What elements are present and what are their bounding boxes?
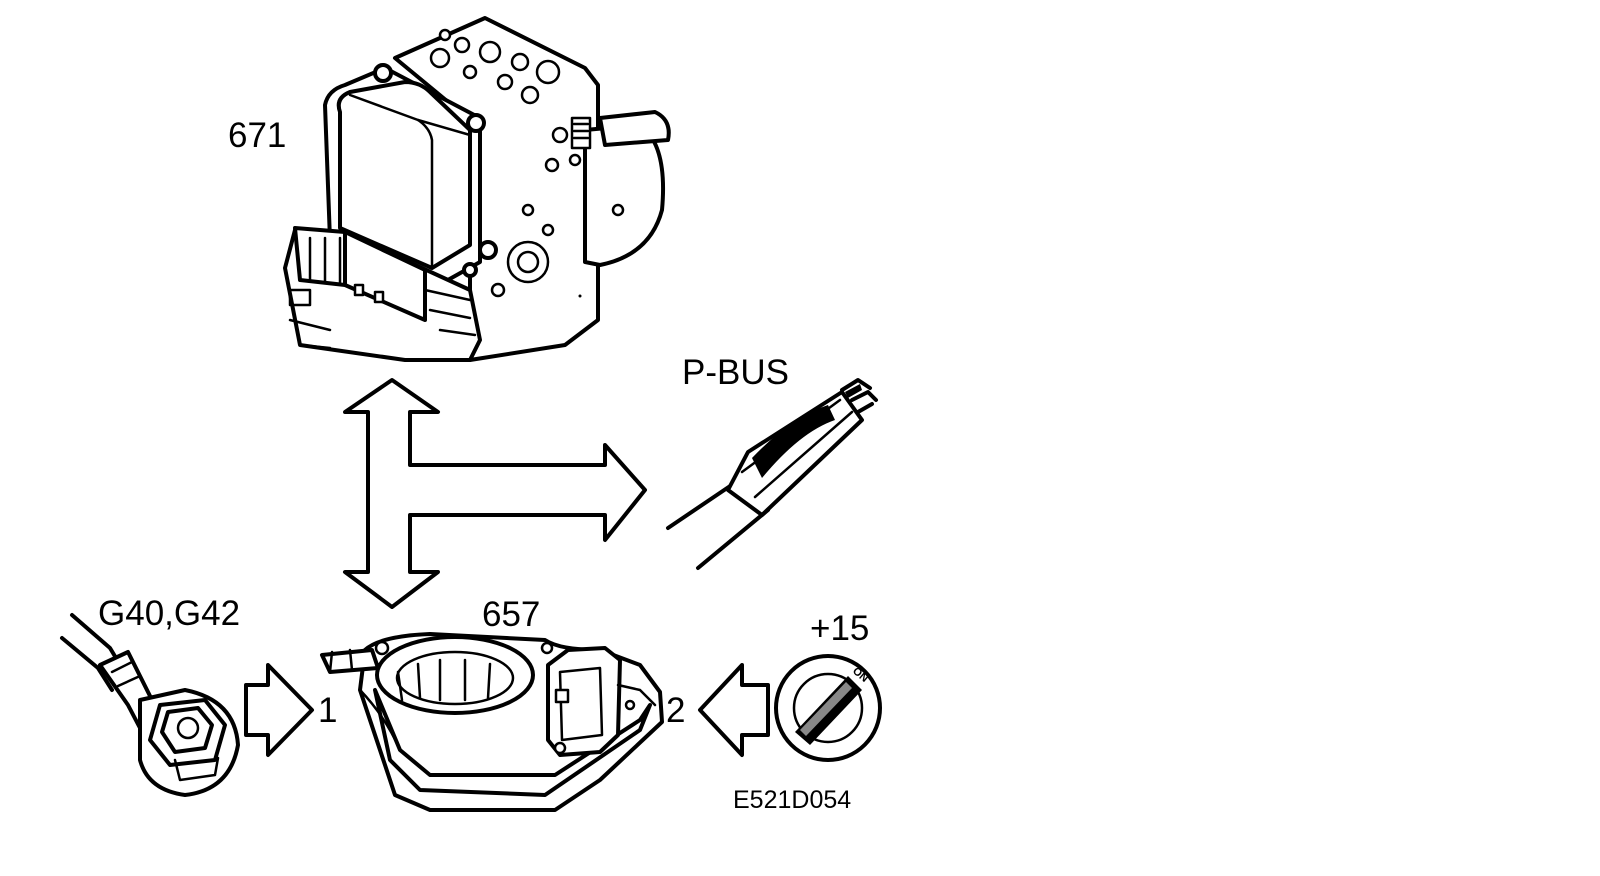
pbus-cable: [726, 378, 878, 517]
steering-angle-sensor-657: [320, 632, 664, 812]
ground-input-arrow: [244, 663, 314, 757]
data-flow-arrows: [343, 378, 770, 609]
ignition-switch: ON: [774, 654, 882, 762]
figure-code: E521D054: [733, 786, 851, 814]
label-g40-g42: G40,G42: [98, 594, 240, 633]
ignition-input-arrow: [698, 663, 770, 757]
label-pbus: P-BUS: [682, 353, 789, 392]
ground-cable: [60, 613, 240, 797]
label-plus15: +15: [810, 609, 869, 648]
label-input-1: 1: [318, 691, 337, 730]
abs-control-module-671: [283, 16, 671, 362]
label-input-2: 2: [666, 691, 685, 730]
label-657: 657: [482, 595, 540, 634]
label-671: 671: [228, 116, 286, 155]
